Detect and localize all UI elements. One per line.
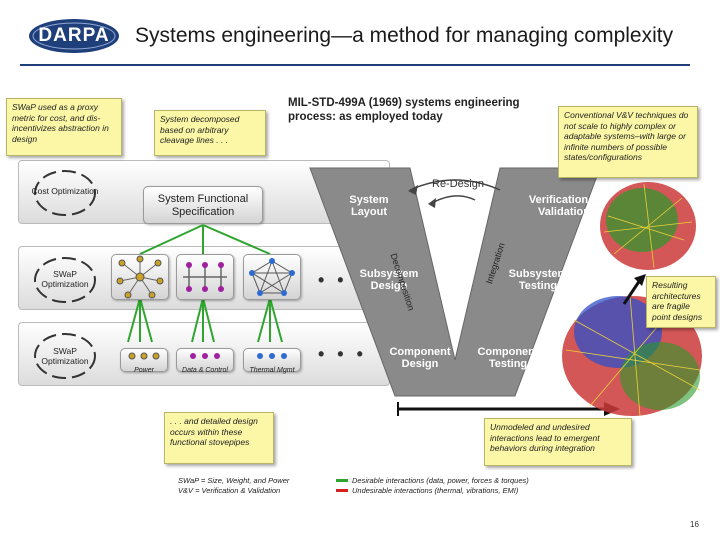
component-label-power: Power [134,367,154,374]
vee-redesign: Re-Design [432,178,484,190]
component-dots-icon [190,353,220,359]
note-decomposed: System decomposed based on arbitrary cle… [154,110,266,156]
legend-desirable: Desirable interactions (data, power, for… [352,476,529,485]
darpa-logo [29,19,119,53]
component-label-data: Data & Control [182,367,228,374]
mesh-topology-icon [249,258,295,296]
cycle-icon [34,257,96,303]
cycle-icon [34,333,96,379]
vee-component-design: Component Design [389,346,451,370]
arrow-to-graph [622,274,646,305]
vee-system-layout: System Layout [349,194,389,218]
network-graph-bottom [562,295,702,417]
milstd-heading: MIL-STD-499A (1969) systems engineering … [288,97,520,123]
legend-desirable-swatch [336,479,348,482]
legend-swap-def: SWaP = Size, Weight, and Power [178,476,290,485]
note-resulting-architectures: Resulting architectures are fragile poin… [646,276,716,328]
note-swap-proxy: SWaP used as a proxy metric for cost, an… [6,98,122,156]
vee-component-testing: Component Testing [477,346,539,370]
legend-undesirable-swatch [336,489,348,492]
vee-subsystem-testing: Subsystem Testing [508,268,568,292]
vee-verification: Verification & Validation [528,194,600,218]
component-dots-icon [257,353,287,359]
legend-vv-def: V&V = Verification & Validation [178,486,281,495]
note-conventional-vv: Conventional V&V techniques do not scale… [558,106,698,178]
vee-diagram [309,167,601,397]
cycle-icon [34,170,96,216]
decomposition-arrows [127,224,283,343]
row-label-1: Cost Optimization [31,186,99,196]
logo-text: DARPA [38,25,110,46]
title-rule [20,64,690,66]
component-dots-icon [128,352,160,360]
system-functional-spec-box: System Functional Specification [143,186,263,224]
ellipsis-components: • • • [318,344,367,364]
network-graph-top [600,182,696,270]
subsystem-thermal-box [243,254,301,300]
page-title: Systems engineering—a method for managin… [135,24,674,47]
bus-topology-icon [183,262,227,292]
component-label-thermal: Thermal Mgmt [249,367,295,374]
component-thermal-box: Thermal Mgmt [243,348,301,374]
note-detailed-design: . . . and detailed design occurs within … [164,412,274,464]
vee-subsystem-design: Subsystem Design [359,268,419,292]
component-data-box: Data & Control [176,348,234,374]
note-unmodeled: Unmodeled and undesired interactions lea… [484,418,632,466]
row-label-3: SWaP Optimization [41,346,89,366]
subsystem-data-box [176,254,234,300]
row-label-2: SWaP Optimization [41,269,89,289]
component-power-box: Power [120,348,168,374]
subsystem-power-box [111,254,169,300]
page-number: 16 [690,520,699,529]
star-topology-icon [116,255,164,299]
legend-undesirable: Undesirable interactions (thermal, vibra… [352,486,519,495]
